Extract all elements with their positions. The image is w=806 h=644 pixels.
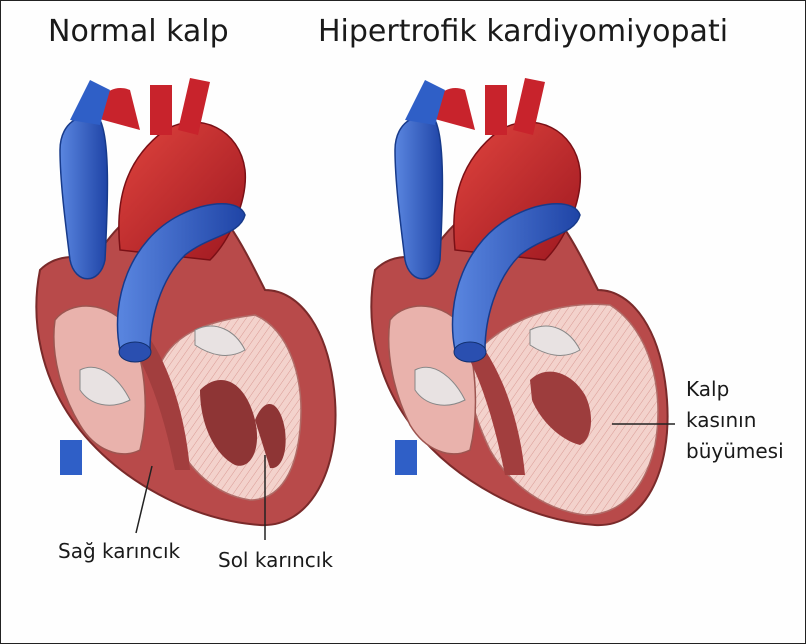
label-thickening-line2: kasının [686,405,756,436]
label-left-ventricle: Sol karıncık [218,545,333,576]
hcm-aorta-branch [485,85,507,135]
title-hcm-heart: Hipertrofik kardiyomiyopati [318,14,728,49]
normal-aorta-branch [150,85,172,135]
hcm-vena-cava [395,116,442,279]
label-thickening-line1: Kalp [686,374,729,405]
hcm-pulmonary-valve [454,342,486,362]
normal-vena-cava [60,116,107,279]
title-normal-heart: Normal kalp [48,14,229,49]
normal-inferior-vena-cava [60,440,82,475]
hcm-heart [371,78,667,525]
label-right-ventricle: Sağ karıncık [58,536,180,567]
normal-heart [36,78,335,525]
normal-pulmonary-valve [119,342,151,362]
label-thickening-line3: büyümesi [686,436,784,467]
hcm-inferior-vena-cava [395,440,417,475]
